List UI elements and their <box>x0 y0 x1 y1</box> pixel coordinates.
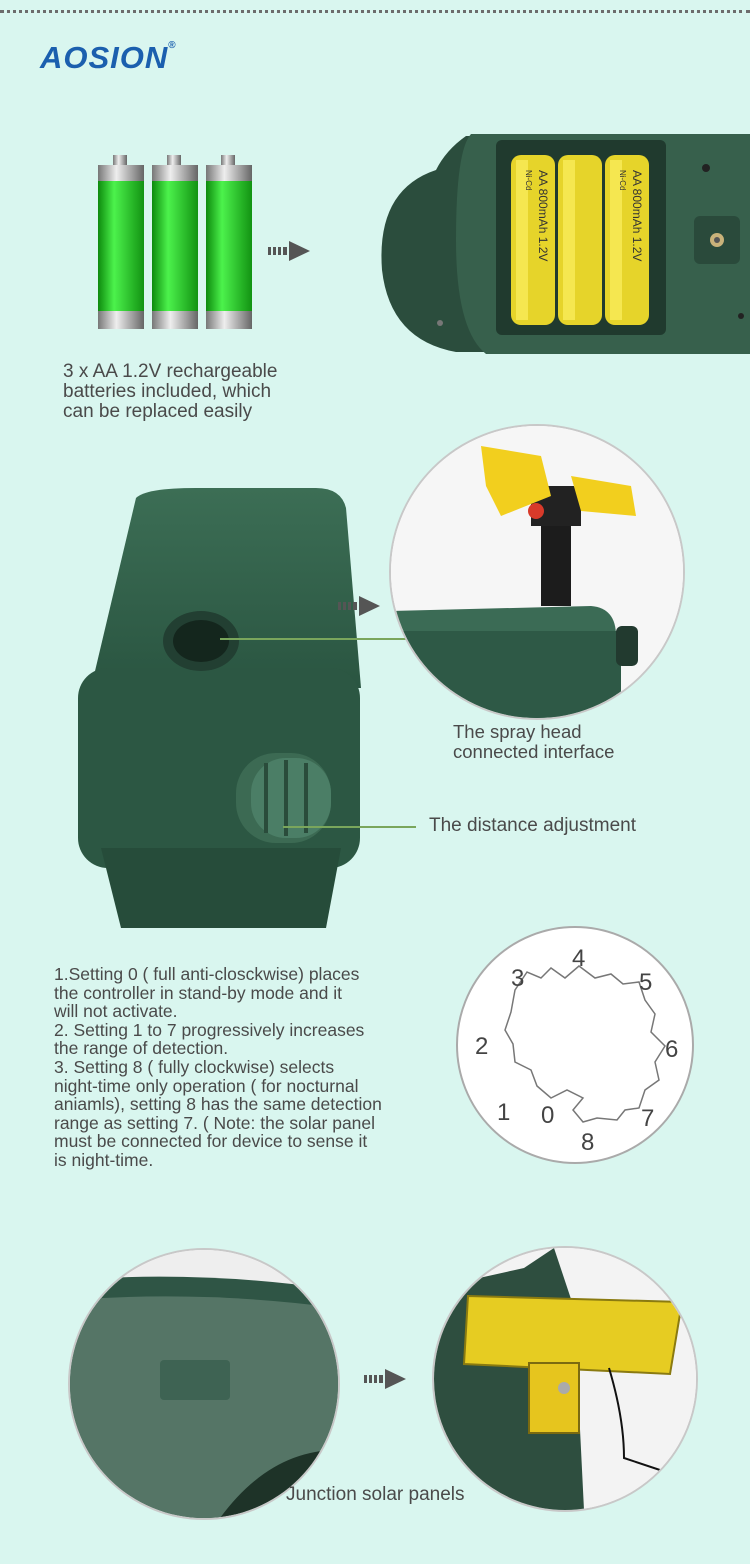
dial-number-8: 8 <box>581 1129 594 1156</box>
arrow-right-icon <box>364 1369 406 1389</box>
solar-junction-photo <box>432 1246 698 1512</box>
brand-logo: AOSION® <box>40 40 177 76</box>
dial-number-7: 7 <box>641 1105 654 1132</box>
brand-name: AOSION <box>40 40 169 75</box>
distance-caption: The distance adjustment <box>429 815 637 836</box>
distance-leader-line <box>283 826 416 828</box>
dial-number-4: 4 <box>572 945 585 972</box>
batteries-caption-line: 3 x AA 1.2V rechargeable <box>63 361 278 382</box>
device-side-photo <box>68 1248 340 1520</box>
settings-line: night-time only operation ( for nocturna… <box>54 1075 359 1096</box>
dial-number-6: 6 <box>665 1036 678 1063</box>
spray-head-caption: The spray head connected interface <box>453 722 614 762</box>
solar-caption: Junction solar panels <box>286 1484 465 1505</box>
settings-line: 1.Setting 0 ( full anti-closckwise) plac… <box>54 964 360 984</box>
dial-number-3: 3 <box>511 965 524 992</box>
green-batteries-image <box>98 155 252 329</box>
settings-line: is night-time. <box>54 1149 154 1170</box>
controller-box-image <box>78 488 361 928</box>
distance-dial-diagram: 0 1 2 3 4 5 6 7 8 <box>456 926 694 1164</box>
settings-line: the range of detection. <box>54 1038 229 1059</box>
spray-head-caption-line: The spray head <box>453 721 582 742</box>
dial-number-1: 1 <box>497 1099 510 1126</box>
settings-line: 2. Setting 1 to 7 progressively increase… <box>54 1019 365 1040</box>
arrow-right-icon <box>338 596 380 616</box>
spray-head-leader-line <box>220 638 510 640</box>
settings-line: aniamls), setting 8 has the same detecti… <box>54 1094 382 1115</box>
dial-number-0: 0 <box>541 1102 554 1129</box>
batteries-caption-line: batteries included, which <box>63 381 272 402</box>
settings-line: the controller in stand-by mode and it <box>54 982 342 1003</box>
top-dotted-divider <box>0 10 750 13</box>
battery-type-right: Ni-Cd <box>618 170 627 190</box>
battery-type-left: Ni-Cd <box>524 170 533 190</box>
battery-label-left: AA 800mAh 1.2V <box>536 170 550 261</box>
dial-number-5: 5 <box>639 969 652 996</box>
settings-line: 3. Setting 8 ( fully clockwise) selects <box>54 1056 335 1077</box>
spray-head-caption-line: connected interface <box>453 741 615 762</box>
battery-label-right: AA 800mAh 1.2V <box>630 170 644 261</box>
settings-line: will not activate. <box>54 1001 178 1022</box>
dial-number-2: 2 <box>475 1033 488 1060</box>
arrow-right-icon <box>268 241 310 261</box>
batteries-caption: 3 x AA 1.2V rechargeable batteries inclu… <box>63 362 277 422</box>
batteries-caption-line: can be replaced easily <box>63 401 253 422</box>
settings-line: range as setting 7. ( Note: the solar pa… <box>54 1112 376 1133</box>
battery-compartment-image: AA 800mAh 1.2V AA 800mAh 1.2V Ni-Cd Ni-C… <box>381 134 750 354</box>
registered-mark: ® <box>168 40 177 51</box>
settings-line: must be connected for device to sense it <box>54 1131 368 1152</box>
settings-description: 1.Setting 0 ( full anti-closckwise) plac… <box>54 965 382 1170</box>
spray-head-photo <box>389 424 685 720</box>
